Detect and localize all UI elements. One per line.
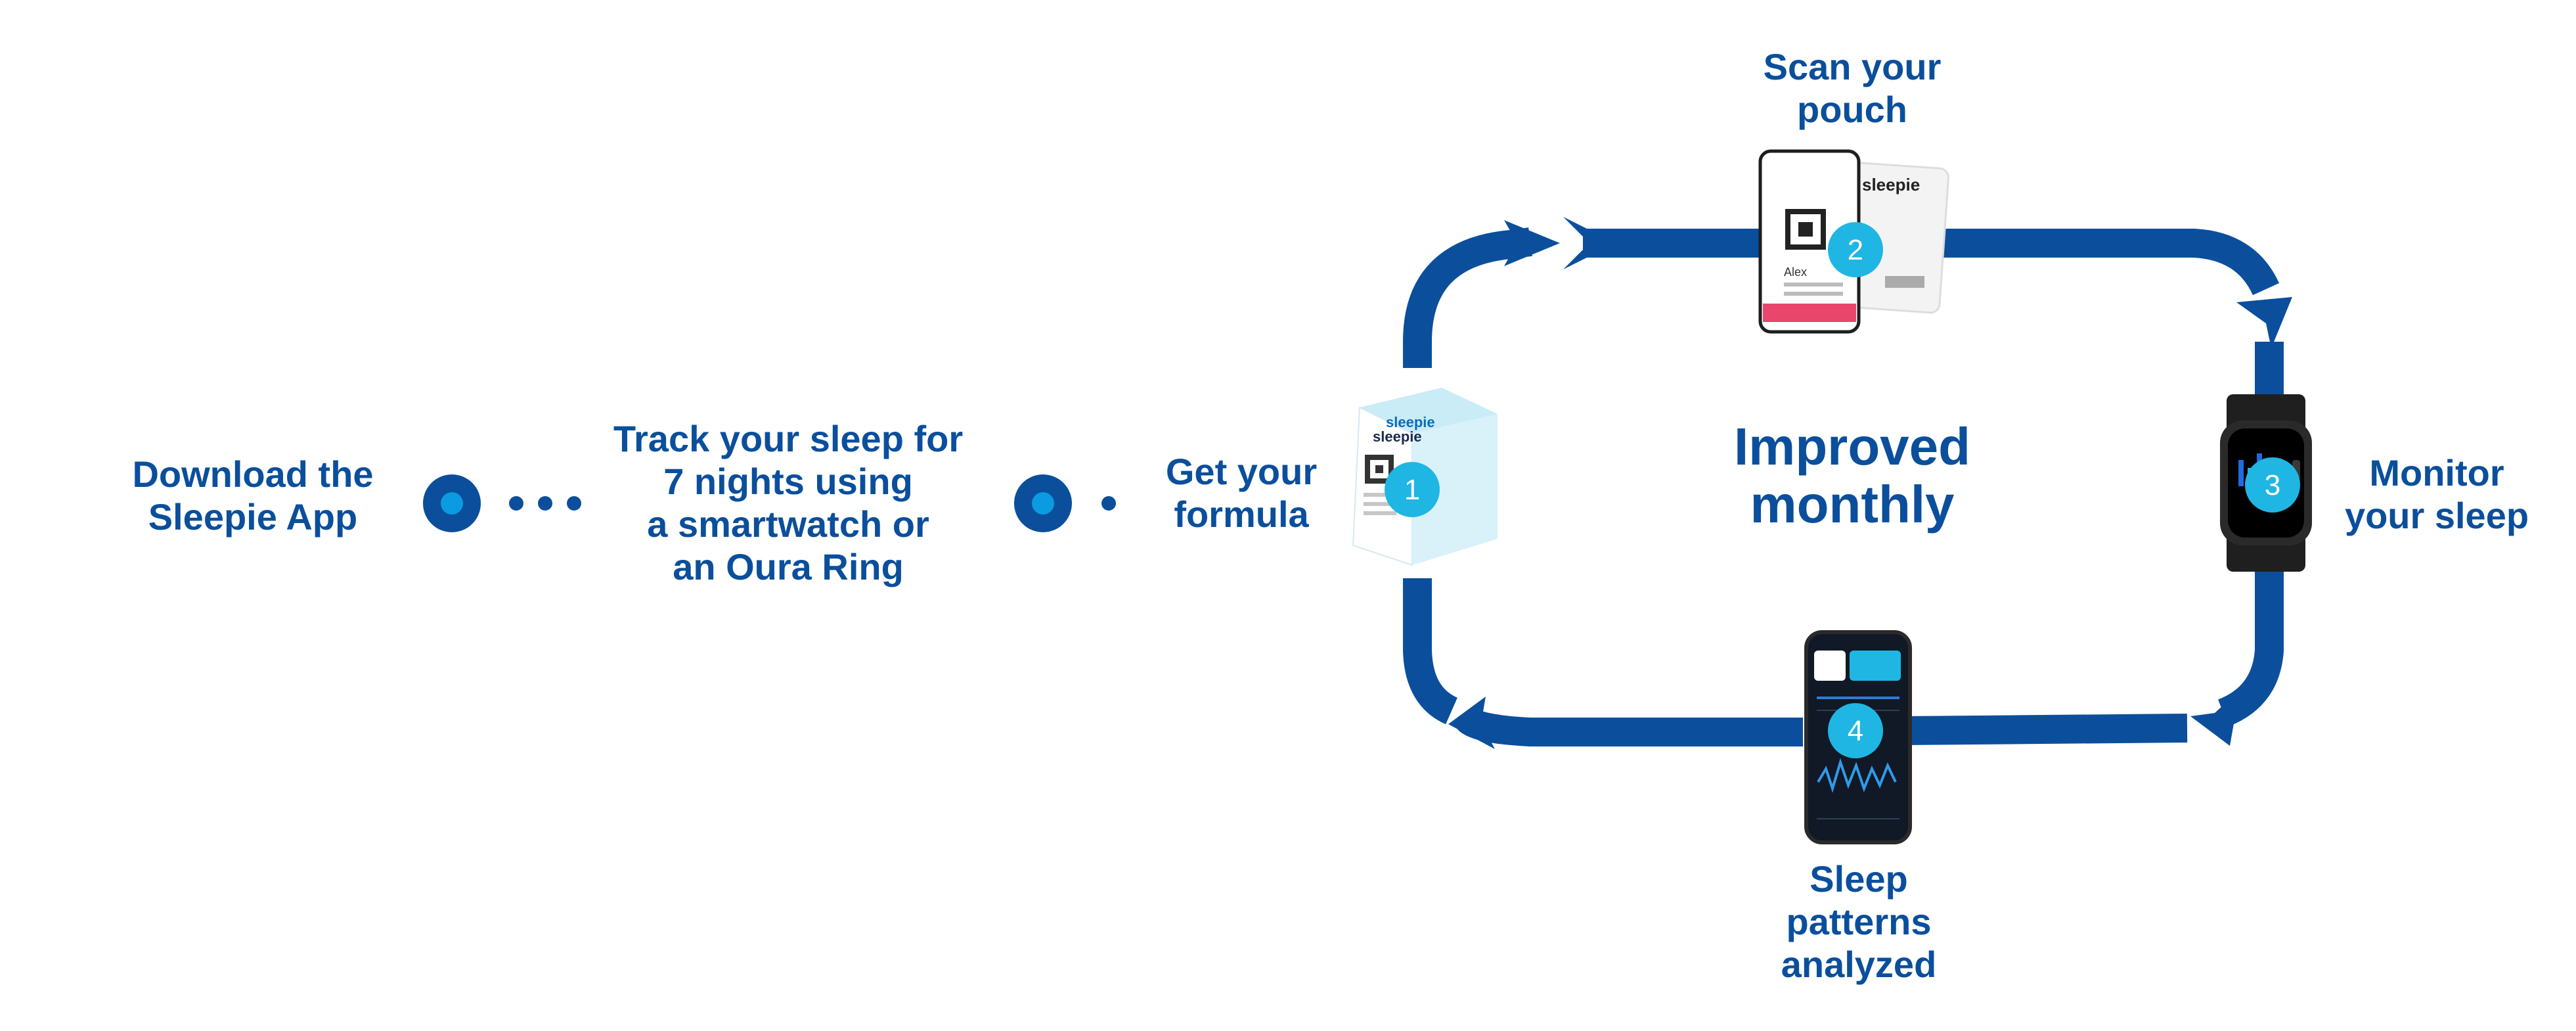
- loop-edge-bottom-left: [1457, 708, 1803, 746]
- arrowhead-top-right-tail: [1563, 217, 1616, 269]
- download-app-label: Download the Sleepie App: [132, 453, 374, 538]
- timeline-dot-inner-1: [441, 492, 463, 515]
- loop-edge-top-right: [1938, 229, 2280, 296]
- ellipsis-dot: [567, 496, 581, 511]
- intro-connector: [423, 474, 1116, 532]
- svg-text:sleepie: sleepie: [1373, 428, 1422, 445]
- arrowhead-bottom-right: [2190, 690, 2240, 746]
- loop-arrowheads: [1448, 217, 2292, 749]
- step1-label: Get your formula: [1165, 451, 1318, 535]
- step-badges: 1 2 3 4: [1385, 222, 2300, 758]
- loop-arrow-top-left: [1403, 227, 1532, 368]
- track-sleep-label: Track your sleep for 7 nights using a sm…: [613, 418, 964, 587]
- svg-text:Alex: Alex: [1784, 265, 1807, 279]
- svg-text:2: 2: [1848, 234, 1863, 266]
- ellipsis-dot: [509, 496, 523, 511]
- svg-text:sleepie: sleepie: [1862, 175, 1920, 195]
- ellipsis-dot: [538, 496, 552, 511]
- arrowhead-bottom-left: [1448, 697, 1495, 749]
- svg-text:sleepie: sleepie: [1386, 414, 1435, 430]
- arrowhead-right: [2236, 297, 2292, 348]
- svg-text:4: 4: [1848, 715, 1863, 747]
- step4-label: Sleep patterns analyzed: [1781, 858, 1937, 985]
- loop-edge-bottom-right: [1904, 714, 2188, 745]
- arrowhead-top: [1504, 220, 1560, 266]
- step4-badge: [1828, 703, 1883, 758]
- step3-badge: [2245, 457, 2300, 513]
- step2-label: Scan your pouch: [1763, 46, 1942, 130]
- formula-box-image: sleepie sleepie: [1352, 388, 1498, 566]
- ellipsis-dot: [1101, 496, 1116, 511]
- svg-text:1: 1: [1404, 474, 1420, 506]
- loop-edge-left-lower: [1403, 578, 1458, 725]
- step3-label: Monitor your sleep: [2344, 452, 2529, 536]
- step2-badge: [1828, 222, 1883, 277]
- step1-badge: [1385, 462, 1440, 517]
- svg-text:3: 3: [2265, 469, 2280, 501]
- timeline-dot-inner-2: [1032, 492, 1054, 515]
- center-title: Improved monthly: [1733, 417, 1971, 534]
- loop-edge-right-lower: [2217, 565, 2284, 727]
